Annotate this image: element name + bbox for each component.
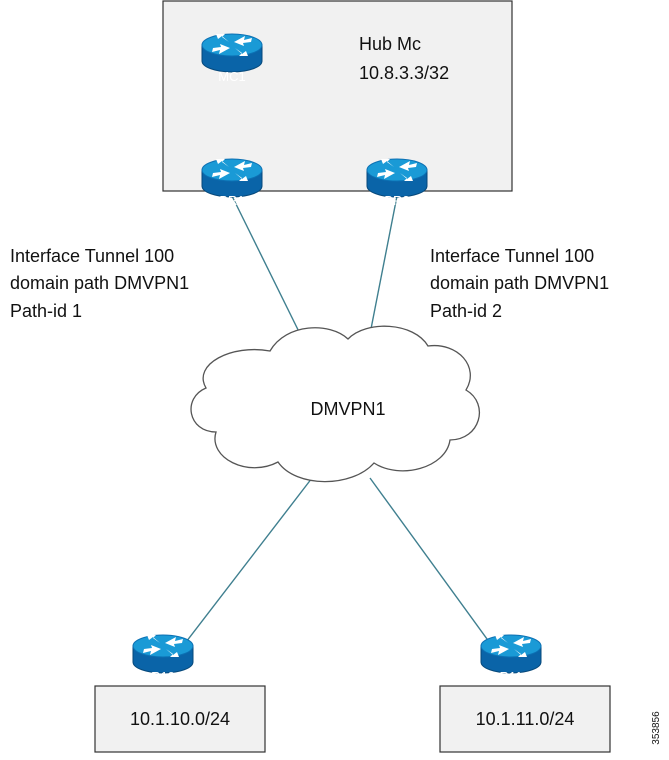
- left-path-line3: Path-id 1: [10, 301, 82, 321]
- r10-site-box: [94, 685, 266, 753]
- figure-id: 353856: [651, 711, 662, 745]
- link-br2-cloud: [369, 195, 398, 335]
- right-path-line2: domain path DMVPN1: [430, 273, 609, 293]
- router-r10-label: R10: [151, 669, 175, 684]
- r10-subnet: 10.1.10.0/24: [130, 709, 230, 729]
- router-r10-icon: [132, 634, 194, 674]
- left-path-line1: Interface Tunnel 100: [10, 246, 174, 266]
- router-r11-label: R11: [500, 669, 523, 684]
- dmvpn-cloud-icon: [190, 325, 481, 483]
- link-br1-cloud: [231, 195, 309, 351]
- cloud-label: DMVPN1: [310, 399, 385, 419]
- hub-address: 10.8.3.3/32: [359, 63, 449, 83]
- router-mc1-label: MC1: [218, 69, 245, 84]
- r11-subnet: 10.1.11.0/24: [476, 709, 575, 729]
- right-path-line1: Interface Tunnel 100: [430, 246, 594, 266]
- hub-title: Hub Mc: [359, 34, 421, 54]
- router-br2-icon: [366, 158, 428, 198]
- router-br1-icon: [201, 158, 263, 198]
- router-r11-icon: [480, 634, 542, 674]
- router-br1-label: BR1: [219, 193, 244, 208]
- left-path-line2: domain path DMVPN1: [10, 273, 189, 293]
- router-br2-label: BR2: [384, 193, 409, 208]
- router-mc1-icon: [201, 33, 263, 73]
- right-path-line3: Path-id 2: [430, 301, 502, 321]
- r11-site-box: [439, 685, 611, 753]
